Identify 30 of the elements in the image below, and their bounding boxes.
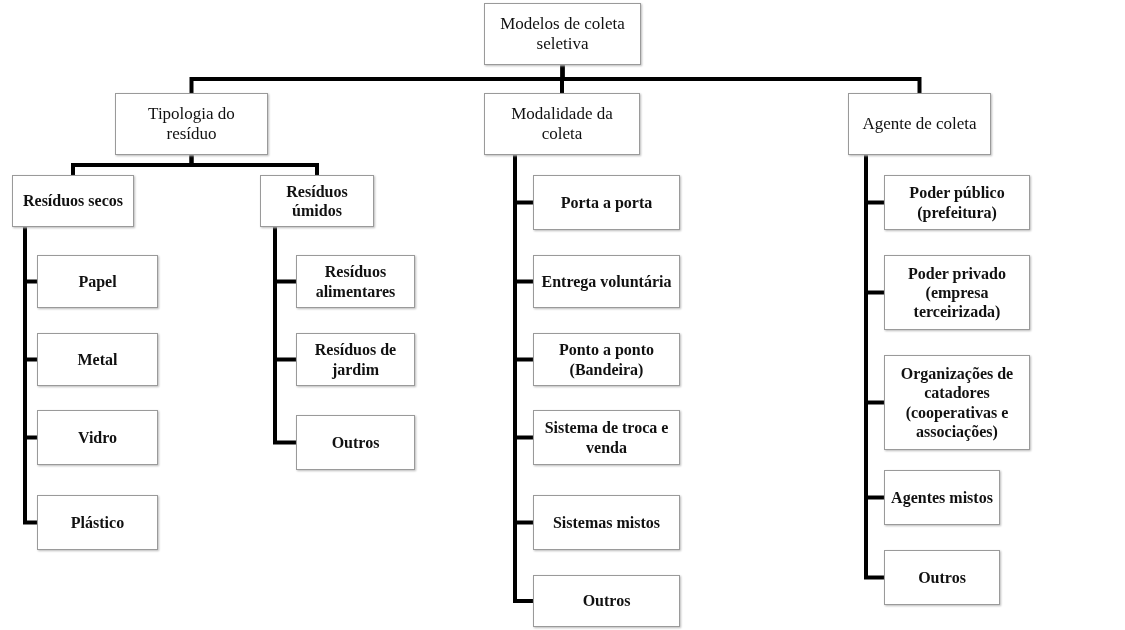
connector-line	[864, 155, 884, 580]
category-box: Tipologia do resíduo	[115, 93, 268, 155]
connector-line	[23, 227, 37, 525]
category-box: Resíduos secos	[12, 175, 134, 227]
category-box: Outros	[884, 550, 1000, 605]
category-box: Agente de coleta	[848, 93, 991, 155]
category-box: Sistema de troca e venda	[533, 410, 680, 465]
category-box: Outros	[296, 415, 415, 470]
category-box: Porta a porta	[533, 175, 680, 230]
category-box: Poder privado (empresa terceirizada)	[884, 255, 1030, 330]
category-box: Modelos de coleta seletiva	[484, 3, 641, 65]
category-box: Metal	[37, 333, 158, 386]
category-box: Resíduos alimentares	[296, 255, 415, 308]
category-box: Entrega voluntária	[533, 255, 680, 308]
category-box: Organizações de catadores (cooperativas e associações)	[884, 355, 1030, 450]
connector-line	[189, 155, 319, 175]
category-box: Ponto a ponto (Bandeira)	[533, 333, 680, 386]
category-box: Resíduos úmidos	[260, 175, 374, 227]
category-box: Outros	[533, 575, 680, 627]
connector-line	[513, 155, 533, 603]
category-box: Poder público (prefeitura)	[884, 175, 1030, 230]
category-box: Plástico	[37, 495, 158, 550]
category-box: Resíduos de jardim	[296, 333, 415, 386]
category-box: Sistemas mistos	[533, 495, 680, 550]
connector-line	[273, 227, 296, 445]
category-box: Modalidade da coleta	[484, 93, 640, 155]
category-box: Vidro	[37, 410, 158, 465]
category-box: Agentes mistos	[884, 470, 1000, 525]
connector-line	[560, 65, 922, 93]
category-box: Papel	[37, 255, 158, 308]
